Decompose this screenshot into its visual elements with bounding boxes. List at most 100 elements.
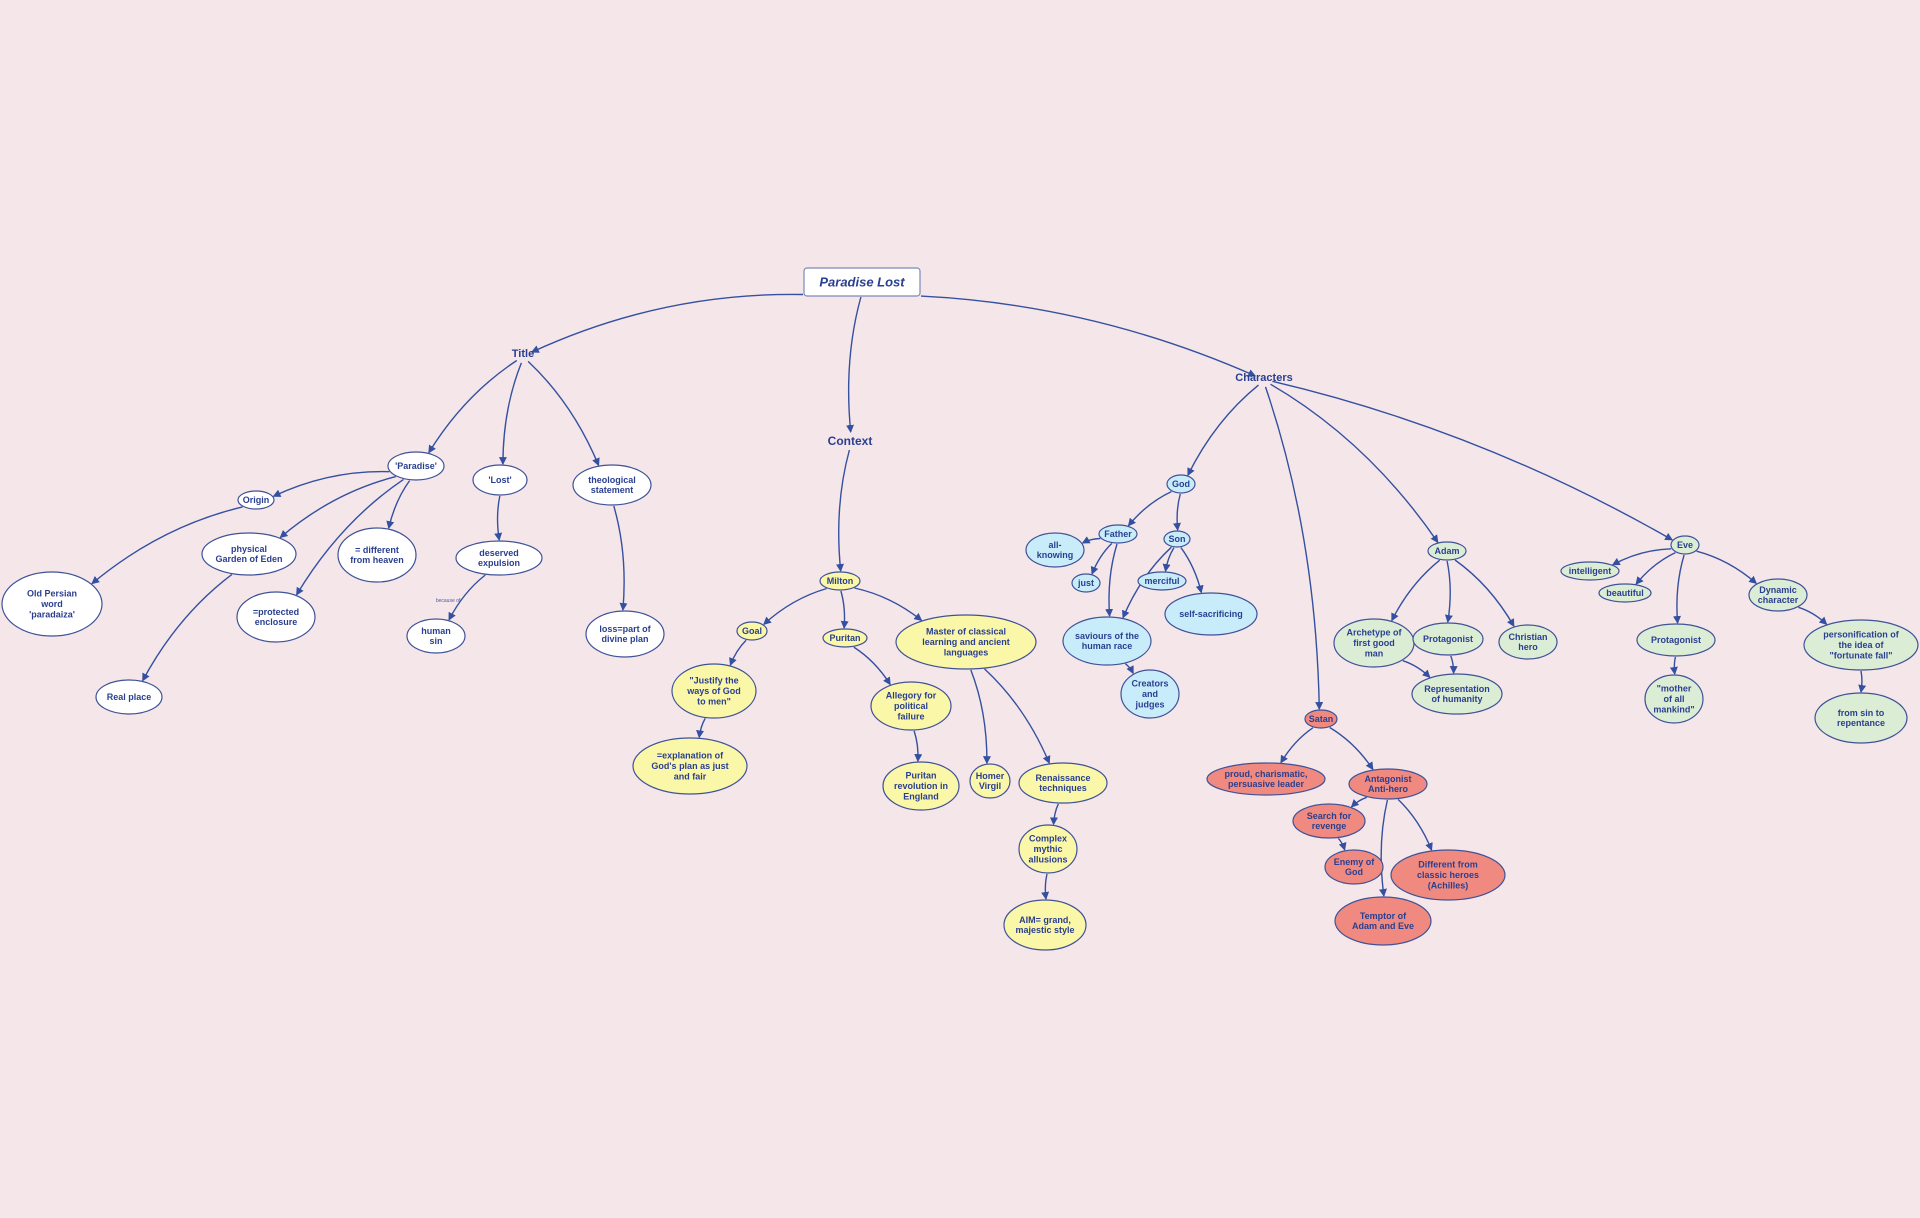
node-label-theological: statement [591, 485, 634, 495]
node-beautiful[interactable]: beautiful [1598, 583, 1652, 603]
edge-protagonist-eve-to-mother [1669, 656, 1678, 675]
node-label-title: Title [512, 348, 534, 360]
node-label-enemy-god: Enemy of [1334, 857, 1376, 867]
edge-title-to-paradise [428, 359, 518, 454]
node-context[interactable]: Context [828, 434, 873, 448]
node-puritan[interactable]: Puritan [822, 628, 868, 648]
node-label-protected: enclosure [255, 617, 298, 627]
node-paradise[interactable]: 'Paradise' [387, 451, 445, 481]
node-eve[interactable]: Eve [1670, 535, 1700, 555]
node-label-protagonist-adam: Protagonist [1423, 634, 1473, 644]
node-father[interactable]: Father [1098, 524, 1138, 544]
node-shape-beautiful [1598, 583, 1652, 603]
edge-personification-to-sin-repentance [1858, 670, 1867, 693]
node-label-archetype: first good [1353, 638, 1395, 648]
edge-physical-garden-to-real-place [142, 573, 233, 682]
edge-paradise-to-origin [272, 470, 390, 497]
node-label-adam: Adam [1434, 546, 1459, 556]
node-lost[interactable]: 'Lost' [472, 464, 528, 496]
edge-master-to-renaissance [984, 668, 1051, 765]
node-shape-human-sin [406, 618, 466, 654]
node-satan[interactable]: Satan [1304, 709, 1338, 729]
node-label-homer: Homer [976, 771, 1005, 781]
edge-root-to-characters [920, 295, 1257, 377]
node-label-dynamic: Dynamic [1759, 585, 1797, 595]
edge-son-to-merciful [1162, 547, 1175, 573]
node-protagonist-eve[interactable]: Protagonist [1636, 623, 1716, 657]
edge-characters-to-satan [1264, 386, 1324, 711]
node-goal[interactable]: Goal [736, 621, 768, 641]
node-label-beautiful: beautiful [1606, 588, 1644, 598]
edge-protagonist-adam-to-representation [1449, 655, 1458, 675]
node-origin[interactable]: Origin [237, 490, 275, 510]
edge-satan-to-antagonist [1329, 726, 1374, 771]
node-characters[interactable]: Characters [1235, 372, 1292, 384]
node-shape-lost [472, 464, 528, 496]
node-merciful[interactable]: merciful [1137, 571, 1187, 591]
node-label-explanation: =explanation of [657, 751, 724, 761]
node-root[interactable]: Paradise Lost [803, 267, 921, 297]
edge-origin-to-old-persian [91, 506, 243, 585]
node-son[interactable]: Son [1163, 530, 1191, 548]
node-adam[interactable]: Adam [1427, 541, 1467, 561]
node-label-self-sacrificing: self-sacrificing [1179, 609, 1243, 619]
node-label-allegory: Allegory for [886, 691, 937, 701]
node-protagonist-adam[interactable]: Protagonist [1412, 622, 1484, 656]
edge-antagonist-to-different-heroes [1397, 798, 1433, 852]
node-shape-merciful [1137, 571, 1187, 591]
node-real-place[interactable]: Real place [95, 679, 163, 715]
node-proud[interactable]: proud, charismatic,persuasive leader [1206, 762, 1326, 796]
edge-justify-to-explanation [696, 718, 706, 739]
edge-allegory-to-puritan-revolution [913, 730, 923, 763]
node-all-knowing[interactable]: all-knowing [1025, 532, 1085, 568]
node-label-tempter: Temptor of [1360, 911, 1407, 921]
edge-renaissance-to-complex [1049, 803, 1059, 826]
node-label-protagonist-eve: Protagonist [1651, 635, 1701, 645]
node-label-justify: "Justify the [689, 676, 738, 686]
node-god[interactable]: God [1166, 474, 1196, 494]
node-label-loss-part: divine plan [601, 634, 648, 644]
edge-theological-to-loss-part [613, 505, 628, 611]
node-aim[interactable]: AIM= grand,majestic style [1003, 899, 1087, 951]
node-milton[interactable]: Milton [819, 571, 861, 591]
node-self-sacrificing[interactable]: self-sacrificing [1164, 592, 1258, 636]
node-shape-justify [671, 663, 757, 719]
node-shape-christian-hero [1498, 624, 1558, 660]
node-label-saviours: human race [1082, 641, 1133, 651]
node-label-justify: ways of God [686, 686, 741, 696]
node-title[interactable]: Title [512, 348, 534, 360]
node-intelligent[interactable]: intelligent [1560, 561, 1620, 581]
node-just[interactable]: just [1071, 573, 1101, 593]
